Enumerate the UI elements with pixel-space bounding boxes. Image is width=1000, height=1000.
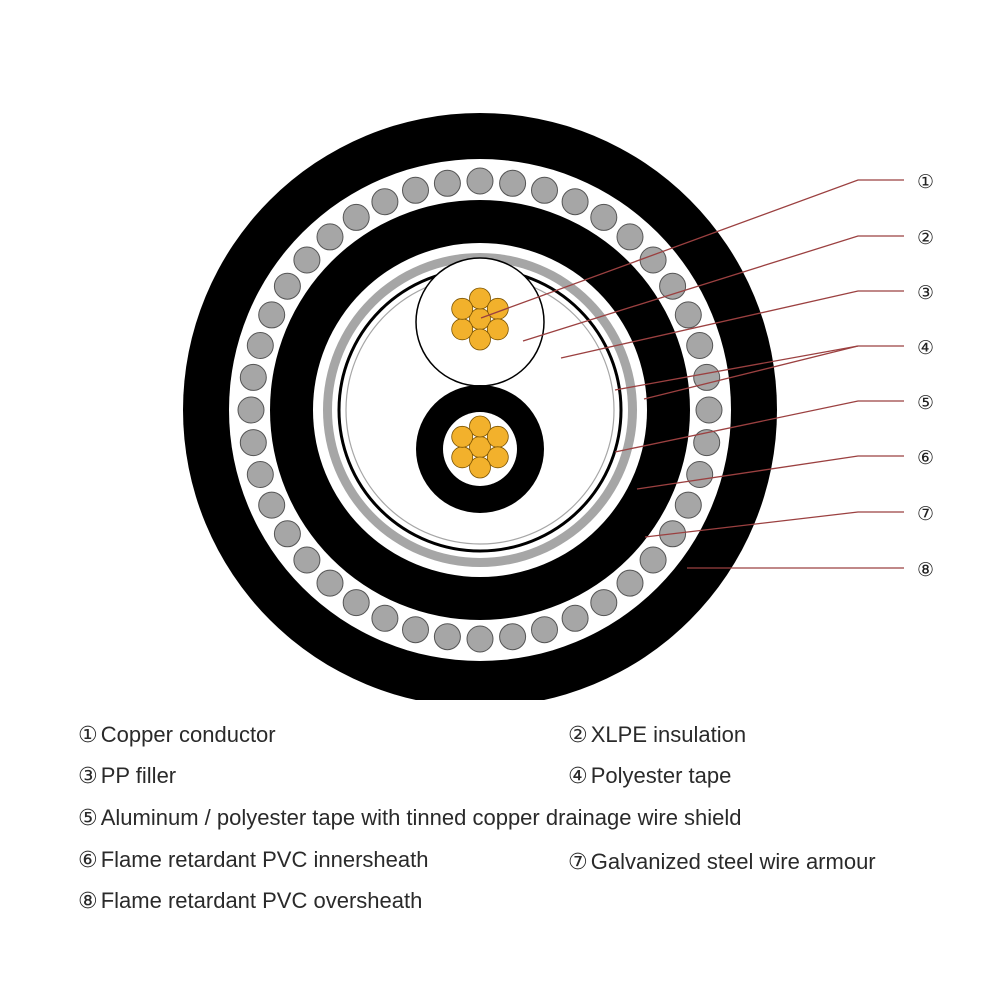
armour-wire (695, 396, 723, 424)
conductor-strand (469, 415, 491, 438)
legend-text-8: Flame retardant PVC oversheath (100, 888, 423, 913)
conductor-strand (469, 328, 491, 351)
armour-wire (342, 589, 370, 617)
legend-text-7: Galvanized steel wire armour (590, 849, 876, 874)
leader-lines (480, 179, 904, 569)
conductor-strand (469, 456, 491, 479)
armour-wire (674, 301, 702, 329)
legend-text-3: PP filler (100, 763, 177, 788)
conductor-strand (451, 425, 474, 448)
armour-wire (686, 461, 714, 488)
armour-wire (531, 616, 558, 644)
armour-wire (371, 188, 399, 216)
armour-wire (693, 363, 721, 391)
armour-wire (561, 188, 589, 216)
legend-num-2: ② (568, 723, 588, 748)
conductor-strand (451, 297, 474, 320)
legend-num-8: ⑧ (78, 889, 98, 914)
leader-line-7 (644, 511, 904, 538)
legend-text-2: XLPE insulation (590, 722, 747, 747)
armour-wire (258, 491, 286, 519)
legend-num-7: ⑦ (568, 850, 588, 875)
armour-wire (239, 429, 267, 457)
legend-text-5: Aluminum / polyester tape with tinned co… (100, 805, 742, 830)
callout-numbers: ① ② ③ ④ ⑤ ⑥ ⑦ ⑧ (917, 171, 934, 581)
armour-wire (402, 176, 429, 204)
armour-wire (433, 169, 461, 197)
legend-text-1: Copper conductor (100, 722, 276, 747)
callout-3: ③ (917, 282, 934, 304)
leader-line-1 (480, 179, 904, 319)
conductor-strand (486, 446, 509, 469)
callout-2: ② (917, 227, 934, 249)
core-1-conductor (451, 287, 509, 351)
armour-wire (246, 461, 274, 488)
armour-wire (402, 616, 429, 644)
armour-wire (616, 569, 644, 597)
conductor-strand (451, 446, 474, 469)
armour-wire (639, 546, 667, 574)
armour-wire (239, 363, 267, 391)
legend-text-4: Polyester tape (590, 763, 732, 788)
armour-wire (466, 625, 494, 653)
armour-wire (616, 223, 644, 251)
armour-wire (531, 176, 558, 204)
leader-line-5 (614, 400, 904, 453)
armour-wire (316, 569, 344, 597)
callout-4: ④ (917, 337, 934, 359)
armour-wire (237, 396, 265, 424)
leader-line-6 (636, 455, 904, 490)
leader-line-3 (560, 290, 904, 359)
armour-wire (293, 246, 321, 274)
core-2-conductor (451, 415, 509, 479)
armour-wire (273, 272, 301, 300)
conductor-strand (486, 318, 509, 341)
armour-wire (590, 589, 618, 617)
armour-wire (371, 604, 399, 632)
armour-wire (316, 223, 344, 251)
legend-num-1: ① (78, 723, 98, 748)
cable-cross-section-diagram: ① ② ③ ④ ⑤ ⑥ ⑦ ⑧ (183, 113, 934, 700)
armour-wire (693, 429, 721, 457)
armour-wire (293, 546, 321, 574)
leader-line-4b (643, 345, 859, 400)
conductor-strand (486, 425, 509, 448)
armour-wire (659, 272, 687, 300)
steel-wire-armour (237, 167, 723, 653)
conductor-strand (451, 318, 474, 341)
callout-7: ⑦ (917, 503, 934, 525)
conductor-strand (469, 287, 491, 310)
armour-wire (561, 604, 589, 632)
callout-1: ① (917, 171, 934, 193)
armour-wire (342, 203, 370, 231)
callout-8: ⑧ (917, 559, 934, 581)
callout-6: ⑥ (917, 447, 934, 469)
armour-wire (433, 623, 461, 651)
callout-5: ⑤ (917, 392, 934, 414)
armour-wire (466, 167, 494, 195)
armour-wire (639, 246, 667, 274)
legend-num-6: ⑥ (78, 848, 98, 873)
legend-num-3: ③ (78, 764, 98, 789)
legend-text-6: Flame retardant PVC innersheath (100, 847, 429, 872)
legend-num-4: ④ (568, 764, 588, 789)
armour-wire (273, 520, 301, 548)
armour-wire (686, 332, 714, 359)
armour-wire (246, 332, 274, 359)
armour-wire (590, 203, 618, 231)
armour-wire (674, 491, 702, 519)
legend-num-5: ⑤ (78, 806, 98, 831)
armour-wire (499, 169, 527, 197)
leader-line-2 (522, 235, 904, 342)
armour-wire (258, 301, 286, 329)
armour-wire (499, 623, 527, 651)
